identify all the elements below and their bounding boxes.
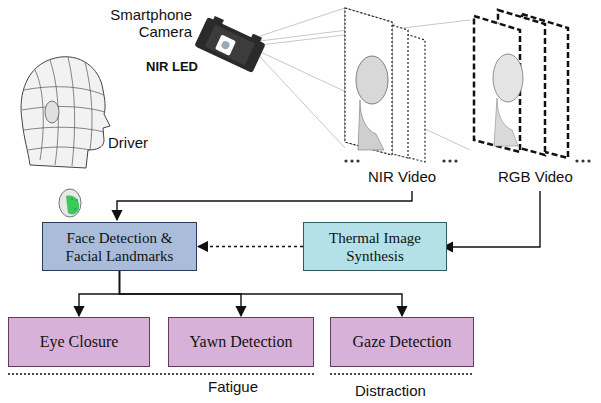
flow-arrow	[120, 271, 403, 316]
fatigue-bracket	[8, 373, 314, 374]
flow-arrow	[79, 271, 120, 316]
smartphone-camera	[194, 13, 267, 73]
stream-label: RGB Video	[498, 168, 573, 185]
box-text: Face Detection & Facial Landmarks	[43, 227, 196, 267]
device-label: Smartphone Camera	[92, 6, 192, 41]
figure-label: Driver	[108, 134, 148, 151]
group-label: Fatigue	[208, 378, 258, 395]
nir-face	[356, 56, 388, 150]
flow-arrow	[198, 246, 303, 247]
face-landmark-icon	[59, 189, 81, 217]
nir-video-wire	[117, 191, 412, 220]
box-text: Thermal Image Synthesis	[304, 227, 446, 267]
rgb-frames	[474, 10, 568, 158]
nir-frames	[345, 8, 425, 162]
process-box: Eye Closure	[8, 317, 150, 367]
box-text: Yawn Detection	[184, 330, 299, 353]
ellipsis-dots	[344, 159, 590, 162]
stream-label: NIR Video	[368, 168, 436, 185]
component-label: NIR LED	[146, 60, 198, 75]
process-box: Face Detection & Facial Landmarks	[42, 222, 197, 271]
driver-head	[21, 57, 110, 168]
box-text: Eye Closure	[34, 330, 125, 353]
group-label: Distraction	[355, 382, 426, 399]
process-box: Thermal Image Synthesis	[303, 222, 447, 271]
process-box: Yawn Detection	[168, 317, 314, 367]
distraction-bracket	[330, 373, 474, 374]
rgb-face	[493, 54, 523, 146]
box-text: Gaze Detection	[346, 330, 457, 353]
process-box: Gaze Detection	[330, 317, 474, 367]
rgb-video-wire	[443, 191, 540, 247]
